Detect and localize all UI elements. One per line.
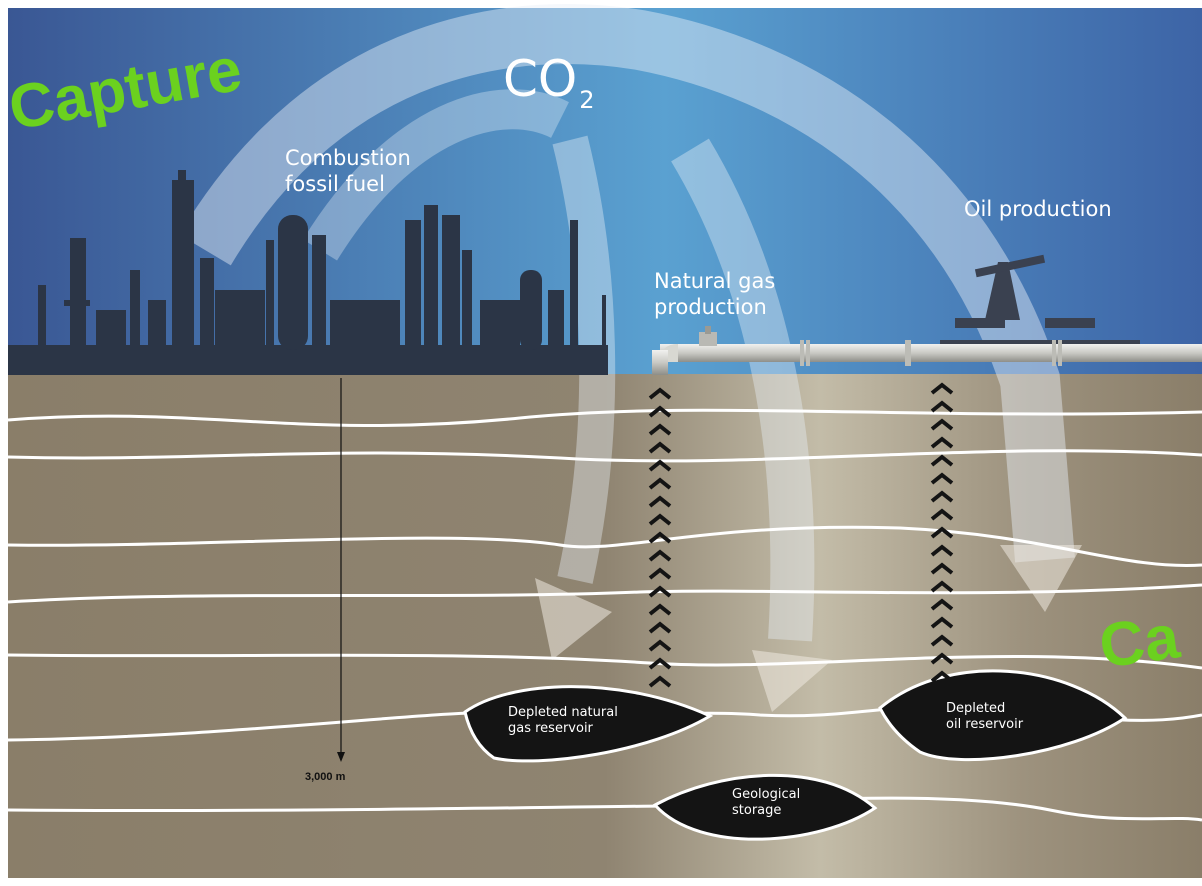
gas-well-chevron: [648, 405, 672, 418]
geological-storage-shape: [652, 773, 878, 841]
gas-well-chevron: [648, 657, 672, 670]
gas-well-chevron: [648, 441, 672, 454]
pipeline: [652, 326, 1202, 375]
oil-well-chevron: [930, 490, 954, 503]
underground: [8, 374, 1202, 878]
gas-well-chevron: [648, 549, 672, 562]
oil-reservoir-label: Depleted oil reservoir: [946, 701, 1024, 732]
gas-well-chevron: [648, 513, 672, 526]
oil-well-chevron: [930, 508, 954, 521]
gas-reservoir-shape: [463, 685, 714, 763]
oil-well-chevron: [930, 400, 954, 413]
gas-well-chevron: [648, 495, 672, 508]
gas-well-chevron: [648, 423, 672, 436]
gas-well-chevron: [648, 639, 672, 652]
oil-well-chevron: [930, 418, 954, 431]
geological-storage-label: Geological storage: [732, 787, 801, 818]
gas-well-chevron: [648, 603, 672, 616]
oil-well-chevron: [930, 616, 954, 629]
oil-well-chevron: [930, 454, 954, 467]
oil-well-chevron: [930, 652, 954, 665]
refinery-silhouette: [8, 170, 608, 375]
gas-well-chevron: [648, 675, 672, 688]
natural-gas-production-label: Natural gas production: [654, 269, 776, 319]
co2-formula: CO: [503, 50, 578, 108]
oil-well-chevron: [930, 598, 954, 611]
oil-well-chevron: [930, 544, 954, 557]
depth-marker: [337, 378, 345, 762]
oil-well-chevron: [930, 436, 954, 449]
headline-capture-right: Ca: [1095, 602, 1184, 682]
co2-subscript: 2: [579, 86, 595, 114]
oil-well-chevron: [930, 670, 954, 683]
gas-reservoir-label: Depleted natural gas reservoir: [508, 705, 618, 736]
gas-well-chevron: [648, 477, 672, 490]
oil-well-chevron: [930, 562, 954, 575]
oil-well-chevron: [930, 526, 954, 539]
gas-well-chevron: [648, 387, 672, 400]
gas-well-chevron: [648, 567, 672, 580]
oil-production-label: Oil production: [964, 197, 1112, 221]
gas-well-chevron: [648, 621, 672, 634]
co2-label: CO2: [503, 50, 595, 114]
reservoirs: [463, 669, 1128, 841]
gas-well-chevron: [648, 531, 672, 544]
depth-marker-label: 3,000 m: [305, 771, 346, 783]
oil-well-chevron: [930, 634, 954, 647]
injection-wells: [648, 382, 954, 688]
oil-well-chevron: [930, 580, 954, 593]
oil-well-chevron: [930, 472, 954, 485]
oil-reservoir-shape: [878, 669, 1128, 762]
gas-well-chevron: [648, 585, 672, 598]
oil-well-chevron: [930, 382, 954, 395]
combustion-label: Combustion fossil fuel: [285, 146, 411, 196]
gas-well-chevron: [648, 459, 672, 472]
